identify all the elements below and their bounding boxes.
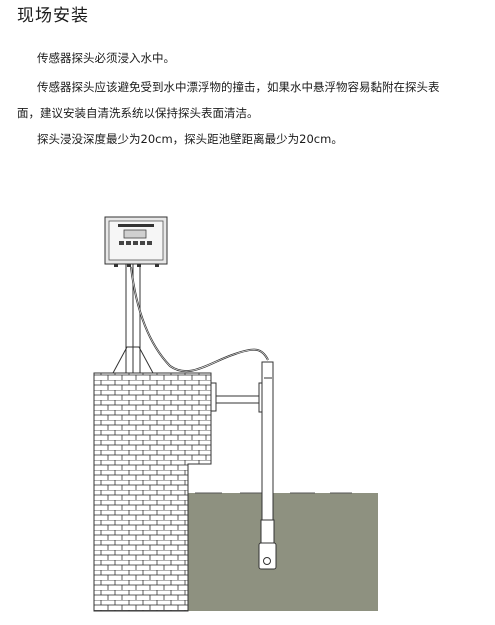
paragraph-immersion: 传感器探头必须浸入水中。 xyxy=(37,51,175,65)
controller-buttons xyxy=(119,241,152,245)
controller-unit xyxy=(104,216,168,267)
water-body xyxy=(188,493,378,611)
paragraph-depth: 探头浸没深度最少为20cm，探头距池壁距离最少为20cm。 xyxy=(37,132,343,146)
controller-display xyxy=(123,229,147,239)
paragraph-debris-line2: 面，建议安装自清洗系统以保持探头表面清洁。 xyxy=(17,106,259,120)
page-title: 现场安装 xyxy=(17,6,89,26)
sensor-pole xyxy=(261,361,274,523)
brick-wall xyxy=(93,372,212,612)
sensor-cable xyxy=(130,266,269,373)
paragraph-debris-line1: 传感器探头应该避免受到水中漂浮物的撞击，如果水中悬浮物容易黏附在探头表 xyxy=(37,80,440,94)
sensor-probe xyxy=(258,519,277,570)
